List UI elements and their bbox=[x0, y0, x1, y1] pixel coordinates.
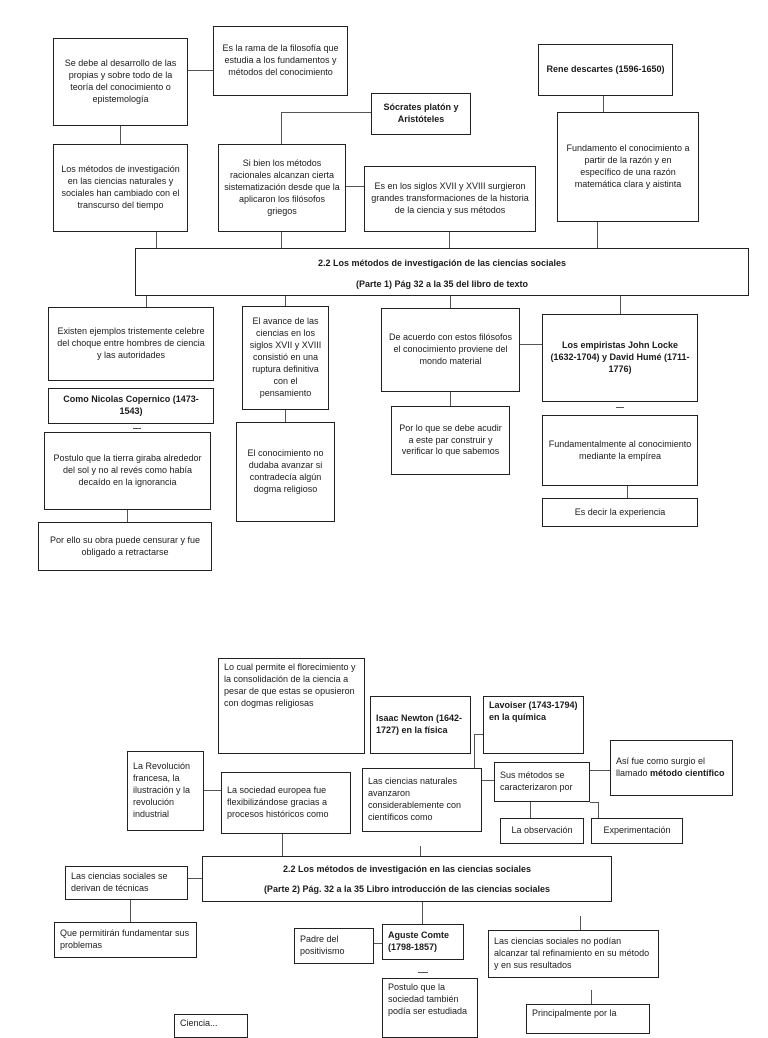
connector bbox=[281, 232, 282, 248]
connector bbox=[482, 780, 494, 781]
connector bbox=[597, 222, 598, 248]
scientific-method-bold: método científico bbox=[650, 768, 725, 778]
box-experience: Es decir la experiencia bbox=[542, 498, 698, 527]
box-heliocentrism: Postulo que la tierra giraba alrededor d… bbox=[44, 432, 211, 510]
box-verify-knowledge: Por lo que se debe acudir a este par con… bbox=[391, 406, 510, 475]
box-epistemology: Se debe al desarrollo de las propias y s… bbox=[53, 38, 188, 126]
box-empiricists: Los empiristas John Locke (1632-1704) y … bbox=[542, 314, 698, 402]
connector bbox=[422, 902, 423, 928]
connector bbox=[616, 407, 624, 408]
box-society-studied: Postulo que la sociedad también podía se… bbox=[382, 978, 478, 1038]
box-comte: Aguste Comte (1798-1857) bbox=[382, 924, 464, 960]
connector bbox=[130, 900, 131, 922]
box-material-knowledge: De acuerdo con estos filósofos el conoci… bbox=[381, 308, 520, 392]
connector bbox=[520, 344, 542, 345]
connector bbox=[418, 972, 428, 973]
box-descartes: Rene descartes (1596-1650) bbox=[538, 44, 673, 96]
box-religious-dogma: El conocimiento no dudaba avanzar si con… bbox=[236, 422, 335, 522]
connector bbox=[281, 112, 282, 144]
connector bbox=[420, 846, 421, 856]
connector bbox=[598, 802, 599, 818]
box-centuries-transformations: Es en los siglos XVII y XVIII surgieron … bbox=[364, 166, 536, 232]
connector bbox=[450, 392, 451, 406]
box-cut-off: Ciencia... bbox=[174, 1014, 248, 1038]
connector bbox=[188, 878, 202, 879]
connector bbox=[285, 410, 286, 422]
box-mainly-by: Principalmente por la bbox=[526, 1004, 650, 1034]
connector bbox=[127, 510, 128, 522]
connector bbox=[285, 296, 286, 306]
box-flourishing-science: Lo cual permite el florecimiento y la co… bbox=[218, 658, 365, 754]
box-reason-foundation: Fundamento el conocimiento a partir de l… bbox=[557, 112, 699, 222]
connector bbox=[120, 126, 121, 144]
box-experimentation: Experimentación bbox=[591, 818, 683, 844]
box-methods-characterized: Sus métodos se caracterizaron por bbox=[494, 762, 590, 802]
box-science-advance: El avance de las ciencias en los siglos … bbox=[242, 306, 329, 410]
box-natural-sciences: Las ciencias naturales avanzaron conside… bbox=[362, 768, 482, 832]
section-title-line2: (Parte 2) Pág. 32 a la 35 Libro introduc… bbox=[263, 884, 551, 894]
box-conflict-examples: Existen ejemplos tristemente celebre del… bbox=[48, 307, 214, 381]
connector bbox=[188, 70, 213, 71]
connector bbox=[590, 770, 610, 771]
section-title-part1: 2.2 Los métodos de investigación de las … bbox=[135, 248, 749, 296]
section-title-line2: (Parte 1) Pág 32 a la 35 del libro de te… bbox=[355, 279, 529, 289]
section-title-line1: 2.2 Los métodos de investigación de las … bbox=[317, 258, 567, 268]
connector bbox=[281, 112, 371, 113]
box-social-techniques: Las ciencias sociales se derivan de técn… bbox=[65, 866, 188, 900]
scientific-method-text: Así fue como surgio el llamado método ci… bbox=[616, 756, 727, 780]
connector bbox=[591, 990, 592, 1004]
connector bbox=[146, 296, 147, 307]
box-copernicus: Como Nicolas Copernico (1473-1543) bbox=[48, 388, 214, 424]
box-no-refinement: Las ciencias sociales no podían alcanzar… bbox=[488, 930, 659, 978]
connector bbox=[474, 734, 475, 784]
connector bbox=[204, 790, 221, 791]
box-newton: Isaac Newton (1642-1727) en la física bbox=[370, 696, 471, 754]
box-positivism-father: Padre del positivismo bbox=[294, 928, 374, 964]
box-scientific-method: Así fue como surgio el llamado método ci… bbox=[610, 740, 733, 796]
connector bbox=[156, 232, 157, 248]
box-philosophy-branch: Es la rama de la filosofía que estudia a… bbox=[213, 26, 348, 96]
connector bbox=[374, 943, 382, 944]
box-greek-philosophers: Sócrates platón y Aristóteles bbox=[371, 93, 471, 135]
section-title-line1: 2.2 Los métodos de investigación en las … bbox=[282, 864, 532, 874]
box-ground-problems: Que permitirán fundamentar sus problemas bbox=[54, 922, 197, 958]
box-rational-methods: Si bien los métodos racionales alcanzan … bbox=[218, 144, 346, 232]
connector bbox=[590, 802, 598, 803]
box-empirical-basis: Fundamentalmente al conocimiento mediant… bbox=[542, 415, 698, 486]
box-lavoisier: Lavoiser (1743-1794) en la química bbox=[483, 696, 584, 754]
connector bbox=[580, 916, 581, 930]
box-revolutions: La Revolución francesa, la ilustración y… bbox=[127, 751, 204, 831]
connector bbox=[627, 486, 628, 498]
connector bbox=[620, 296, 621, 314]
connector bbox=[449, 232, 450, 248]
connector bbox=[474, 734, 484, 735]
connector bbox=[603, 96, 604, 112]
section-title-part2: 2.2 Los métodos de investigación en las … bbox=[202, 856, 612, 902]
connector bbox=[346, 186, 364, 187]
connector bbox=[282, 834, 283, 856]
connector bbox=[530, 802, 531, 818]
box-retraction: Por ello su obra puede censurar y fue ob… bbox=[38, 522, 212, 571]
scientific-method-pre: Así fue como surgio el llamado bbox=[616, 756, 706, 778]
connector bbox=[133, 428, 141, 429]
connector bbox=[450, 296, 451, 308]
box-european-society: La sociedad europea fue flexibilizándose… bbox=[221, 772, 351, 834]
box-observation: La observación bbox=[500, 818, 584, 844]
box-methods-changed: Los métodos de investigación en las cien… bbox=[53, 144, 188, 232]
